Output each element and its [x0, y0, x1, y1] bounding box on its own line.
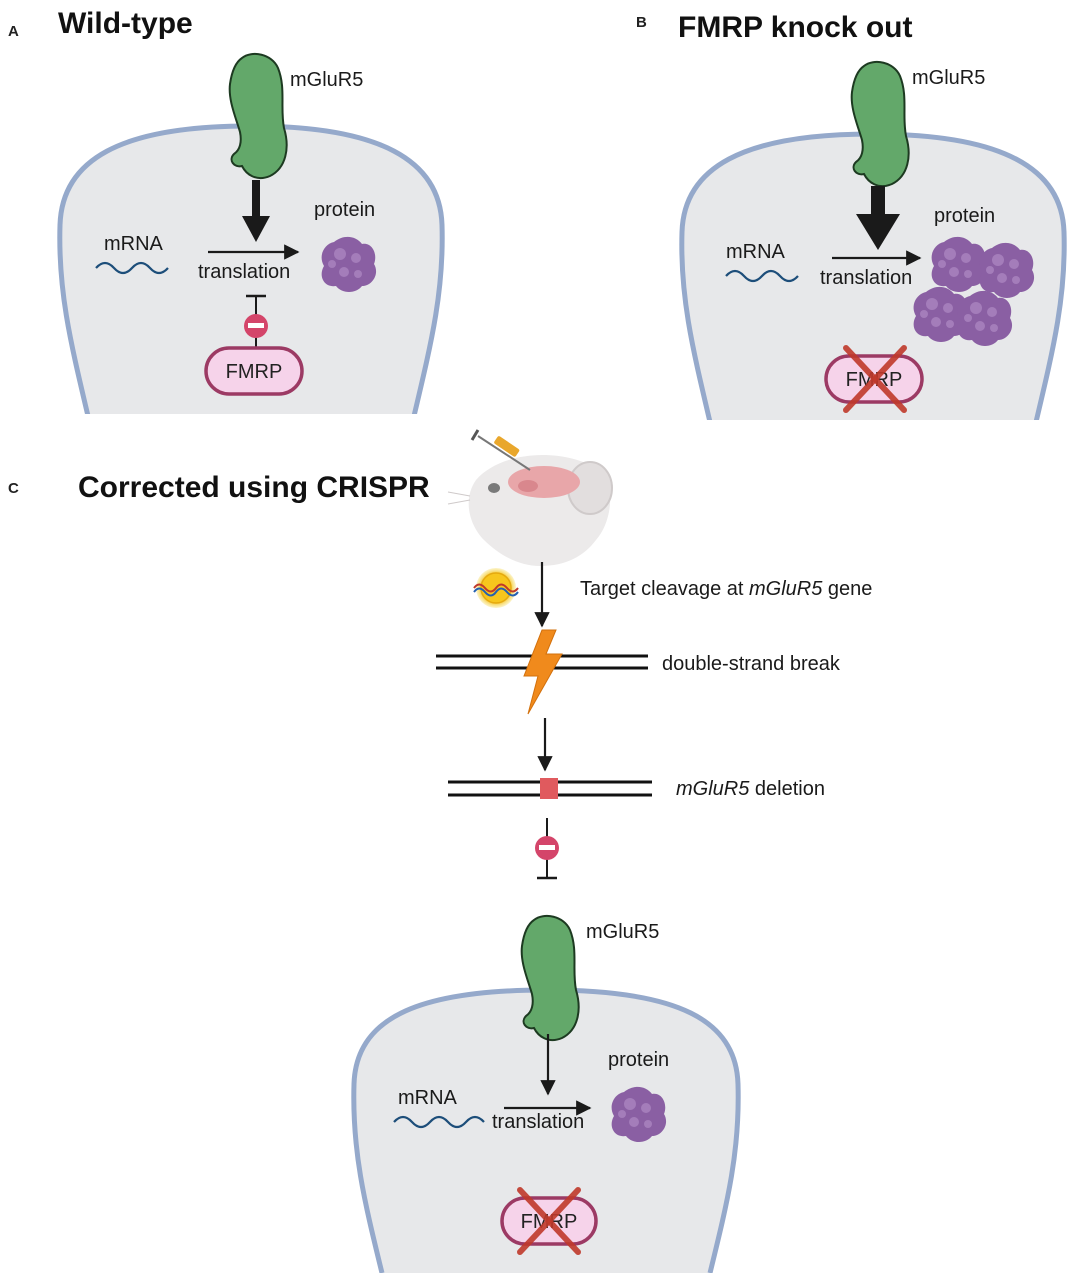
activation-arrow-icon	[242, 216, 270, 242]
crispr-particle-icon	[473, 568, 519, 608]
fmrp-label: FMRP	[226, 361, 283, 383]
mouse-head-icon	[447, 455, 613, 566]
receptor-label: mGluR5	[586, 921, 659, 943]
translation-label: translation	[492, 1111, 584, 1133]
panel-c-letter: C	[8, 480, 19, 497]
x-mark-icon	[843, 345, 907, 413]
protein-label: protein	[934, 205, 995, 227]
fmrp-box	[204, 346, 304, 396]
protein-icon	[957, 290, 1013, 346]
x-mark-icon	[517, 1187, 581, 1255]
panel-b: B FMRP knock out mGluR5 mRNA translation…	[636, 11, 1067, 430]
panel-c-title: Corrected using CRISPR	[78, 471, 430, 504]
protein-icon	[611, 1086, 667, 1142]
protein-icon	[979, 242, 1035, 298]
dna-deletion	[448, 778, 652, 799]
protein-icon	[321, 236, 377, 292]
mrna-label: mRNA	[104, 233, 164, 255]
mrna-label: mRNA	[726, 241, 786, 263]
mrna-label: mRNA	[398, 1087, 458, 1109]
mrna-icon	[95, 261, 169, 275]
panel-b-title: FMRP knock out	[678, 11, 912, 44]
panel-a-letter: A	[8, 23, 19, 40]
receptor-icon	[228, 52, 288, 180]
inhibitor-icon	[535, 836, 559, 860]
inhibitor-icon	[244, 314, 268, 338]
syringe-icon	[470, 429, 531, 471]
panel-a-title: Wild-type	[58, 7, 193, 40]
receptor-label: mGluR5	[290, 69, 363, 91]
panel-c: C Corrected using CRISPR Target cleavage…	[8, 429, 872, 1273]
receptor-icon	[520, 914, 580, 1042]
step1-label: Target cleavage at mGluR5 gene	[580, 578, 872, 600]
mrna-icon	[725, 269, 799, 283]
translation-label: translation	[820, 267, 912, 289]
panel-a: A Wild-type mGluR5 mRNA translation prot…	[8, 7, 445, 424]
activation-arrow-icon	[856, 214, 900, 250]
panel-b-letter: B	[636, 14, 647, 31]
receptor-label: mGluR5	[912, 67, 985, 89]
mrna-icon	[393, 1115, 485, 1129]
protein-label: protein	[608, 1049, 669, 1071]
protein-label: protein	[314, 199, 375, 221]
step2-label: double-strand break	[662, 653, 841, 675]
step3-label: mGluR5 deletion	[676, 778, 825, 800]
translation-label: translation	[198, 261, 290, 283]
protein-icon	[931, 236, 987, 292]
lightning-icon	[523, 629, 563, 715]
receptor-icon	[850, 60, 910, 188]
